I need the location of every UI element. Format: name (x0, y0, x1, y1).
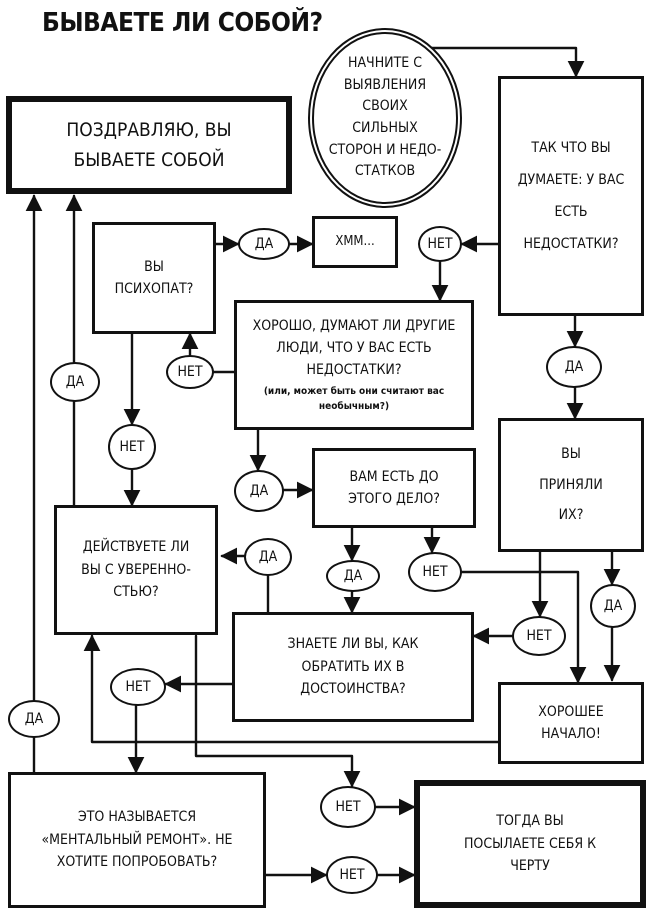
answer-no-accepted: НЕТ (512, 616, 566, 656)
flaws-question-text: ТАК ЧТО ВЫ ДУМАЕТЕ: У ВАС ЕСТЬ НЕДОСТАТК… (517, 139, 625, 253)
turn-into-box: ЗНАЕТЕ ЛИ ВЫ, КАК ОБРАТИТЬ ИХ В ДОСТОИНС… (232, 612, 474, 722)
good-start-text: ХОРОШЕЕ НАЧАЛО! (538, 703, 604, 742)
turn-into-text: ЗНАЕТЕ ЛИ ВЫ, КАК ОБРАТИТЬ ИХ В ДОСТОИНС… (287, 636, 419, 698)
flaws-question-box: ТАК ЧТО ВЫ ДУМАЕТЕ: У ВАС ЕСТЬ НЕДОСТАТК… (498, 76, 644, 316)
answer-no-mental-repair: НЕТ (326, 856, 378, 894)
congrats-text: ПОЗДРАВЛЯЮ, ВЫ БЫВАЕТЕ СОБОЙ (66, 118, 232, 171)
mental-repair-box: ЭТО НАЗЫВАЕТСЯ «МЕНТАЛЬНЫЙ РЕМОНТ». НЕ Х… (8, 772, 266, 908)
answer-yes-psychopath: ДА (238, 228, 290, 260)
care-box: ВАМ ЕСТЬ ДО ЭТОГО ДЕЛО? (312, 448, 476, 528)
answer-no-confidence: НЕТ (320, 786, 376, 828)
answer-no-flaws: НЕТ (418, 226, 462, 262)
psychopath-box: ВЫ ПСИХОПАТ? (92, 222, 216, 334)
good-start-box: ХОРОШЕЕ НАЧАЛО! (498, 682, 644, 764)
answer-yes-mental-repair: ДА (8, 700, 60, 738)
others-think-note: (или, может быть они считают вас необычн… (263, 385, 445, 412)
page-title: БЫВАЕТЕ ЛИ СОБОЙ? (42, 8, 323, 38)
start-node-text: НАЧНИТЕ С ВЫЯВЛЕНИЯ СВОИХ СИЛЬНЫХ СТОРОН… (328, 54, 442, 180)
answer-no-care: НЕТ (408, 552, 462, 592)
to-hell-box: ТОГДА ВЫ ПОСЫЛАЕТЕ СЕБЯ К ЧЕРТУ (414, 780, 646, 908)
answer-yes-flaws: ДА (546, 346, 602, 388)
answer-no-others: НЕТ (166, 355, 214, 389)
hmm-box: ХММ... (312, 216, 398, 268)
answer-yes-care: ДА (326, 560, 380, 592)
congrats-box: ПОЗДРАВЛЯЮ, ВЫ БЫВАЕТЕ СОБОЙ (6, 96, 292, 194)
answer-no-turn-into: НЕТ (110, 668, 166, 706)
others-think-box: ХОРОШО, ДУМАЮТ ЛИ ДРУГИЕ ЛЮДИ, ЧТО У ВАС… (234, 300, 474, 430)
accepted-text: ВЫ ПРИНЯЛИ ИХ? (539, 445, 603, 524)
care-text: ВАМ ЕСТЬ ДО ЭТОГО ДЕЛО? (348, 468, 440, 507)
accepted-box: ВЫ ПРИНЯЛИ ИХ? (498, 418, 644, 552)
to-hell-text: ТОГДА ВЫ ПОСЫЛАЕТЕ СЕБЯ К ЧЕРТУ (463, 813, 597, 875)
mental-repair-text: ЭТО НАЗЫВАЕТСЯ «МЕНТАЛЬНЫЙ РЕМОНТ». НЕ Х… (41, 809, 233, 871)
psychopath-text: ВЫ ПСИХОПАТ? (114, 258, 194, 297)
hmm-text: ХММ... (335, 233, 375, 249)
answer-yes-accepted: ДА (590, 584, 636, 628)
answer-yes-turn-into: ДА (244, 538, 292, 576)
answer-yes-confidence: ДА (50, 362, 100, 402)
confidence-text: ДЕЙСТВУЕТЕ ЛИ ВЫ С УВЕРЕННО-СТЬЮ? (81, 539, 191, 601)
answer-no-psychopath: НЕТ (108, 424, 156, 470)
confidence-box: ДЕЙСТВУЕТЕ ЛИ ВЫ С УВЕРЕННО-СТЬЮ? (54, 505, 218, 635)
start-node: НАЧНИТЕ С ВЫЯВЛЕНИЯ СВОИХ СИЛЬНЫХ СТОРОН… (308, 28, 462, 208)
others-think-text: ХОРОШО, ДУМАЮТ ЛИ ДРУГИЕ ЛЮДИ, ЧТО У ВАС… (252, 318, 456, 378)
answer-yes-others: ДА (234, 470, 284, 512)
